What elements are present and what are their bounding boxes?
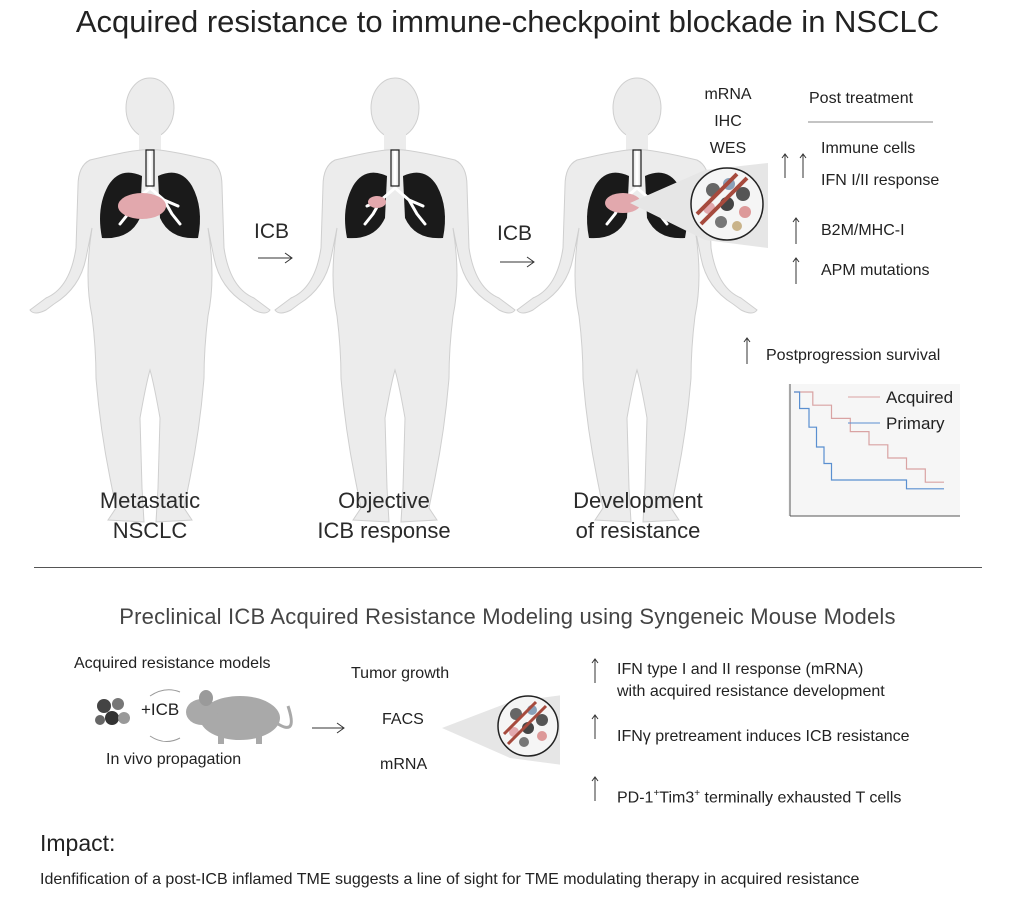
arrow-2	[500, 256, 535, 268]
mouse-icon	[186, 690, 293, 744]
tumor-small	[368, 196, 386, 208]
readout-tumor-growth: Tumor growth	[351, 665, 450, 682]
propagation-label: In vivo propagation	[106, 751, 242, 768]
tumor-cells-icon	[95, 698, 130, 725]
km-curve-primary	[794, 391, 944, 490]
figure-metastatic	[28, 76, 272, 524]
post-item-b2m: B2M/MHC-I	[821, 222, 905, 239]
tumor-resistant	[605, 193, 641, 213]
section-divider	[34, 567, 982, 568]
tme-icon	[690, 167, 764, 241]
legend-acquired: Acquired	[886, 388, 953, 407]
figure-resistance	[515, 76, 759, 524]
post-item-immune: Immune cells	[821, 140, 916, 157]
treatment-label: +ICB	[141, 700, 180, 719]
survival-label: Postprogression survival	[766, 347, 941, 364]
survival-chart: Acquired Primary	[788, 384, 960, 517]
arrow-1-label: ICB	[254, 220, 290, 243]
arrow-1	[258, 252, 293, 264]
section2-title: Preclinical ICB Acquired Resistance Mode…	[119, 604, 896, 629]
patient-figures	[28, 76, 933, 524]
impact-heading: Impact:	[40, 830, 116, 856]
impact-text: Idenfification of a post-ICB inflamed TM…	[40, 871, 860, 888]
up-arrows	[743, 153, 807, 364]
readout-facs: FACS	[382, 711, 424, 728]
post-item-ifn: IFN I/II response	[821, 172, 940, 189]
finding-exhausted-tcells: PD-1+Tim3+ terminally exhausted T cells	[617, 788, 902, 807]
tme-icon-mouse	[497, 695, 559, 757]
legend-primary: Primary	[886, 414, 945, 433]
finding-arrows	[591, 658, 599, 801]
figure-response	[273, 76, 517, 524]
finding-ifng-pretreatment: IFNγ pretreament induces ICB resistance	[617, 728, 910, 745]
model-graphics	[95, 689, 560, 765]
finding-ifn-response: IFN type I and II response (mRNA)with ac…	[617, 661, 885, 700]
page-title: Acquired resistance to immune-checkpoint…	[75, 4, 940, 39]
models-label: Acquired resistance models	[74, 655, 271, 672]
tumor-large	[118, 193, 166, 219]
post-item-apm: APM mutations	[821, 262, 930, 279]
readout-arrow	[312, 722, 345, 734]
readout-mrna: mRNA	[380, 756, 428, 773]
post-treatment-header: Post treatment	[809, 90, 914, 107]
km-curve-acquired	[794, 391, 944, 483]
arrow-2-label: ICB	[497, 222, 533, 245]
